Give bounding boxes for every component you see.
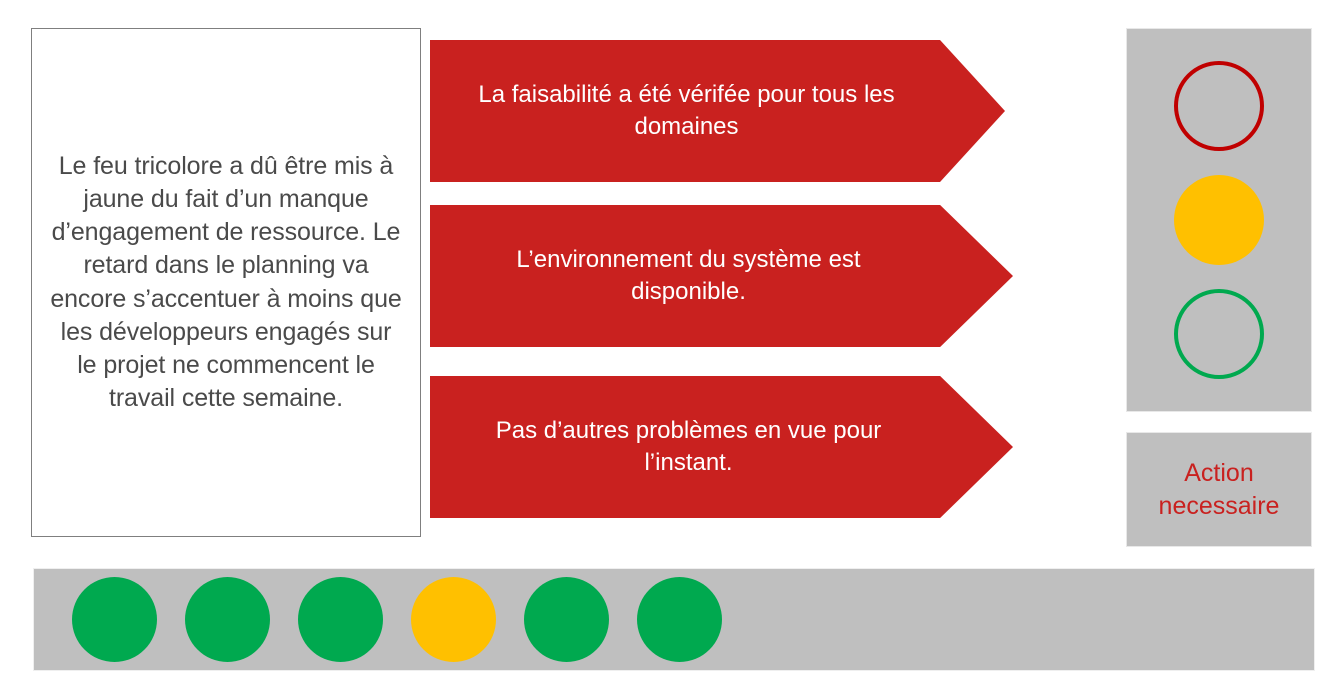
traffic-light-red-lamp bbox=[1174, 61, 1264, 151]
milestone-indicator-3 bbox=[298, 577, 383, 662]
milestone-indicator-4 bbox=[411, 577, 496, 662]
milestone-indicator-5 bbox=[524, 577, 609, 662]
statement-arrow-label: Pas d’autres problèmes en vue pour l’ins… bbox=[495, 416, 882, 476]
traffic-light-panel bbox=[1126, 28, 1312, 412]
traffic-light-green-lamp bbox=[1174, 289, 1264, 379]
commentary-text: Le feu tricolore a dû être mis à jaune d… bbox=[50, 151, 402, 413]
statement-arrow-feasibility: La faisabilité a été vérifée pour tous l… bbox=[430, 40, 1005, 182]
milestone-indicator-6 bbox=[637, 577, 722, 662]
action-required-box: Action necessaire bbox=[1126, 432, 1312, 547]
traffic-light-amber-lamp bbox=[1174, 175, 1264, 265]
statement-arrow-no-issues: Pas d’autres problèmes en vue pour l’ins… bbox=[430, 376, 1013, 518]
commentary-box: Le feu tricolore a dû être mis à jaune d… bbox=[31, 28, 421, 537]
statement-arrow-label: L’environnement du système est disponibl… bbox=[516, 245, 861, 305]
statement-arrow-environment: L’environnement du système est disponibl… bbox=[430, 205, 1013, 347]
milestone-indicator-1 bbox=[72, 577, 157, 662]
statement-arrow-label: La faisabilité a été vérifée pour tous l… bbox=[478, 80, 895, 140]
milestone-strip bbox=[33, 568, 1315, 671]
milestone-indicator-2 bbox=[185, 577, 270, 662]
action-required-label: Action necessaire bbox=[1158, 459, 1280, 520]
